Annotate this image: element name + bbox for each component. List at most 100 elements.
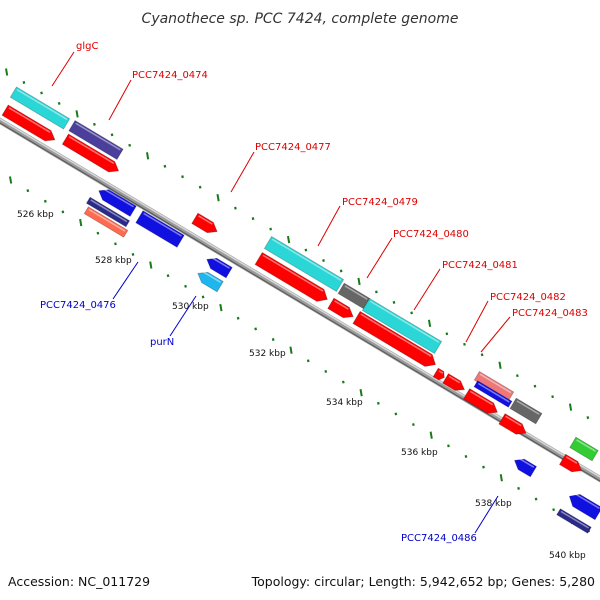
gene-feature <box>263 235 345 293</box>
gene-feature <box>352 310 437 367</box>
gene-feature-highlight <box>88 208 126 232</box>
gene-feature <box>135 210 185 248</box>
gene-feature <box>85 196 131 228</box>
tick-mark <box>110 133 114 137</box>
tick-mark <box>499 474 503 482</box>
gene-feature-highlight <box>469 390 494 406</box>
gene-feature-highlight <box>90 199 128 223</box>
tick-mark <box>324 369 328 373</box>
accession-text: Accession: NC_011729 <box>8 574 150 589</box>
gene-feature <box>513 458 538 478</box>
tick-mark <box>534 497 538 501</box>
gene-label-pcc7424-0480: PCC7424_0480 <box>393 229 469 240</box>
tick-mark <box>26 189 30 193</box>
tick-mark <box>93 122 96 126</box>
tick-mark <box>181 175 184 179</box>
tick-mark <box>131 252 135 256</box>
tick-mark <box>9 176 13 184</box>
tick-mark <box>375 290 378 294</box>
tick-mark <box>376 401 380 405</box>
tick-mark <box>480 353 484 357</box>
tick-mark <box>198 185 202 189</box>
tick-mark <box>57 101 61 105</box>
gene-label-pcc7424-0483: PCC7424_0483 <box>512 308 588 319</box>
gene-feature <box>568 493 600 521</box>
tick-mark <box>552 508 555 512</box>
tick-mark <box>429 431 433 439</box>
tick-mark <box>586 416 590 420</box>
gene-label-pcc7424-0474: PCC7424_0474 <box>132 70 208 81</box>
kbp-label: 532 kbp <box>249 349 286 359</box>
gene-label-pcc7424-0477: PCC7424_0477 <box>255 142 331 153</box>
tick-mark <box>166 274 170 278</box>
tick-mark <box>234 206 237 210</box>
gene-feature-highlight <box>516 400 540 415</box>
gene-feature <box>558 453 583 473</box>
gene-feature-highlight <box>143 212 182 237</box>
gene-feature-highlight <box>477 382 510 403</box>
gene-feature-highlight <box>262 254 324 292</box>
gene-feature <box>191 212 218 234</box>
gene-feature <box>254 251 328 302</box>
gene-feature-highlight <box>201 270 221 283</box>
gene-feature-highlight <box>271 238 342 281</box>
gene-label-purN: purN <box>150 337 174 348</box>
gene-labels: glgC PCC7424_0474 PCC7424_0477 PCC7424_0… <box>40 41 588 544</box>
kbp-axis-labels: 526 kbp 528 kbp 530 kbp 532 kbp 534 kbp … <box>17 210 586 561</box>
tick-mark <box>357 277 361 286</box>
gene-features <box>1 86 600 534</box>
gene-feature <box>68 119 124 161</box>
gene-label-pcc7424-0479: PCC7424_0479 <box>342 197 418 208</box>
tick-mark <box>61 210 65 214</box>
kbp-label: 526 kbp <box>17 210 54 220</box>
gene-label-pcc7424-0482: PCC7424_0482 <box>490 292 566 303</box>
tick-mark <box>128 143 132 147</box>
tick-mark <box>219 303 223 312</box>
tick-mark <box>271 338 275 341</box>
tick-mark <box>568 403 573 411</box>
kbp-label: 534 kbp <box>326 398 363 408</box>
tick-mark <box>412 423 415 427</box>
tick-mark <box>392 300 396 304</box>
gene-feature <box>473 380 513 408</box>
tick-mark <box>149 261 153 269</box>
tick-mark <box>251 217 255 221</box>
tick-mark <box>551 395 554 399</box>
gene-feature-highlight <box>334 300 349 310</box>
genome-summary-text: Topology: circular; Length: 5,942,652 bp… <box>251 574 595 589</box>
gene-label-pcc7424-0476: PCC7424_0476 <box>40 300 116 311</box>
gene-feature-highlight <box>479 373 512 394</box>
tick-mark <box>339 269 343 273</box>
kbp-label: 536 kbp <box>401 448 438 458</box>
tick-mark <box>201 295 205 299</box>
kbp-label: 538 kbp <box>475 499 512 509</box>
gene-feature <box>206 257 233 279</box>
tick-mark <box>498 361 502 369</box>
gene-feature-highlight <box>68 136 115 164</box>
gene-label-pcc7424-0486: PCC7424_0486 <box>401 533 477 544</box>
gene-feature-highlight <box>448 375 461 384</box>
kbp-label: 528 kbp <box>95 256 132 266</box>
gene-feature-highlight <box>505 415 522 427</box>
tick-mark <box>22 81 26 84</box>
kbp-label: 540 kbp <box>549 551 586 561</box>
tick-mark <box>341 380 345 384</box>
tick-mark <box>269 227 273 231</box>
tick-mark <box>394 412 398 416</box>
gene-feature <box>569 436 599 462</box>
tick-mark <box>482 465 485 469</box>
tick-marks <box>5 68 591 533</box>
tick-mark <box>463 342 466 346</box>
gene-feature-highlight <box>573 492 600 510</box>
gene-feature-highlight <box>438 370 444 374</box>
gene-feature <box>197 271 224 293</box>
gene-feature <box>509 397 543 425</box>
tick-mark <box>517 486 520 490</box>
tick-mark <box>304 248 308 252</box>
tick-mark <box>427 319 432 328</box>
gene-feature <box>462 388 499 414</box>
gene-feature-highlight <box>210 256 230 269</box>
gene-feature <box>61 133 120 173</box>
tick-mark <box>322 259 325 262</box>
